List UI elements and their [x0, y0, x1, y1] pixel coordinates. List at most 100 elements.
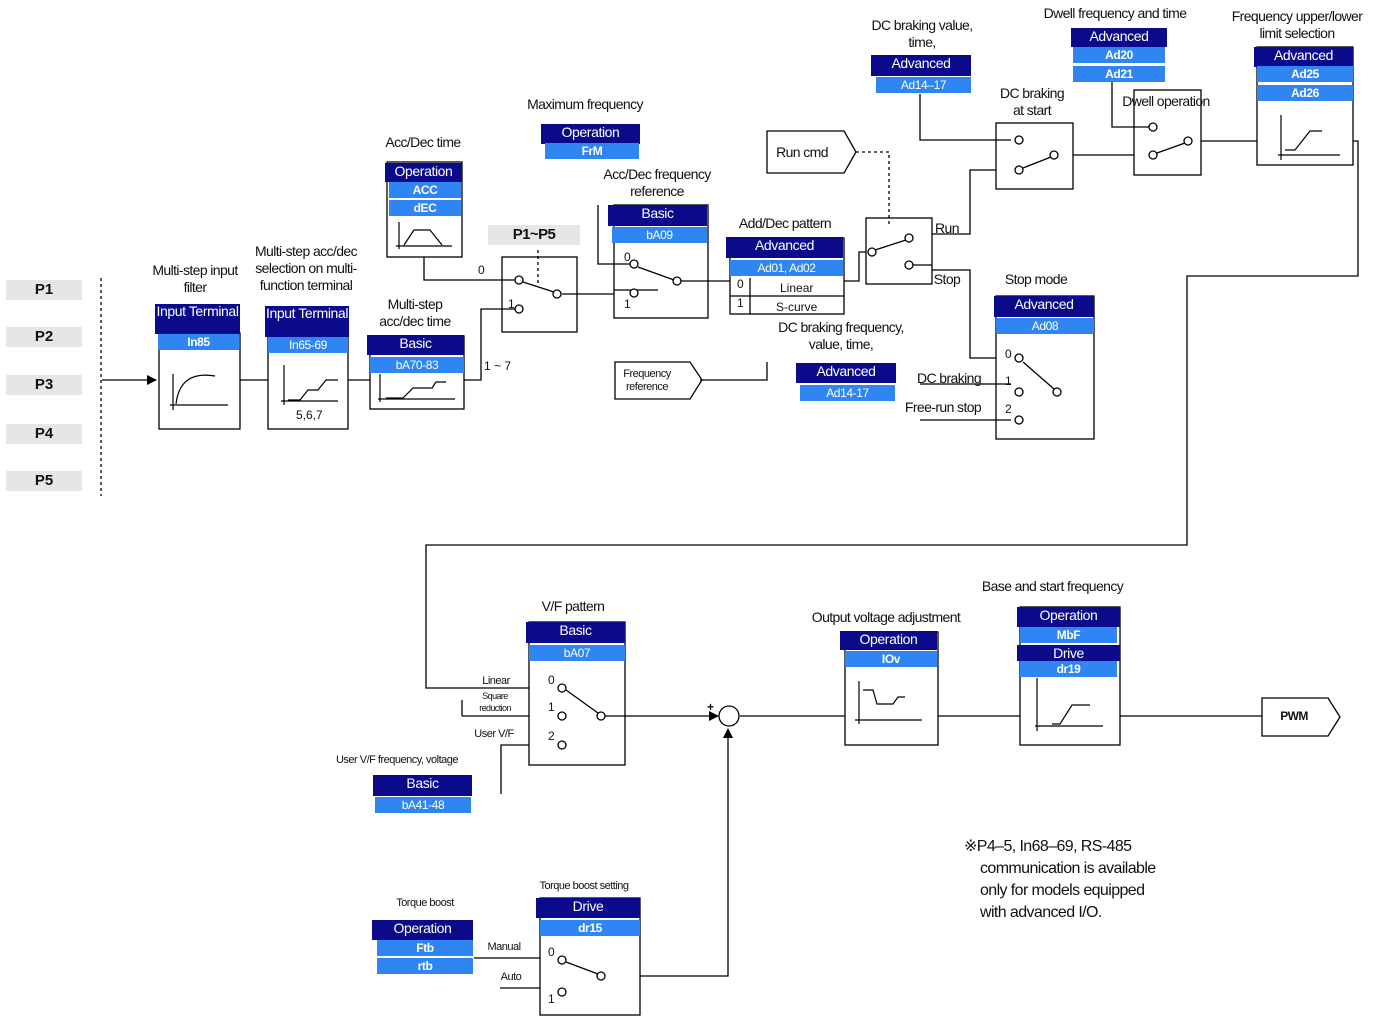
stop-mode-group: Advanced	[994, 296, 1094, 317]
p1p5-pos0: 0	[478, 263, 485, 277]
torque-setting-group: Drive	[536, 898, 640, 918]
stop-mode-opt0: 0	[1005, 347, 1012, 361]
accdec-ref-code: bA09	[612, 227, 707, 243]
input-p3: P3	[6, 375, 82, 395]
base-freq-code1: dr19	[1020, 661, 1117, 677]
adddec-opt1-num: 1	[737, 296, 744, 310]
base-freq-group1: Drive	[1017, 645, 1120, 661]
vf-opt2-name: User V/F	[474, 728, 514, 740]
torque-boost-group: Operation	[372, 920, 473, 940]
p1p5-label: P1~P5	[488, 225, 580, 245]
dc-braking-value-title: DC braking value, time,	[871, 17, 973, 50]
multistep-filter-title: Multi-step input filter	[152, 262, 238, 295]
output-voltage-group: Operation	[840, 631, 937, 650]
multistep-time-title: Multi-step acc/dec time	[379, 296, 451, 329]
max-freq-group: Operation	[541, 124, 640, 144]
pwm-label: PWM	[1280, 709, 1308, 723]
p1p5-pos1: 1	[508, 297, 515, 311]
torque-opt1-name: Auto	[500, 971, 522, 983]
input-p2: P2	[6, 327, 82, 347]
input-p1: P1	[6, 280, 82, 300]
freq-limit-title: Frequency upper/lower limit selection	[1231, 8, 1363, 41]
torque-boost-code-rtb: rtb	[377, 958, 473, 974]
multistep-filter-group: Input Terminal	[155, 304, 240, 334]
torque-setting-title: Torque boost setting	[539, 880, 629, 892]
input-p5: P5	[6, 471, 82, 491]
base-freq-group0: Operation	[1017, 607, 1120, 627]
stop-mode-title: Stop mode	[1004, 271, 1068, 287]
vf-pattern-code: bA07	[529, 645, 625, 661]
multistep-time-group: Basic	[367, 335, 464, 355]
dc-braking-value-group: Advanced	[871, 55, 971, 76]
vf-opt2-num: 2	[548, 729, 555, 743]
base-freq-code0: MbF	[1020, 627, 1117, 643]
stop-label: Stop	[933, 271, 961, 287]
dc-braking-freq-title: DC braking frequency, value, time,	[778, 319, 904, 352]
vf-pattern-title: V/F pattern	[541, 598, 605, 614]
max-freq-code: FrM	[545, 143, 639, 159]
vf-opt1-name: Square reduction	[479, 691, 511, 713]
freq-limit-code-ad26: Ad26	[1257, 85, 1353, 101]
vf-opt0-name: Linear	[482, 675, 510, 687]
multistep-sel-code: In65-69	[268, 337, 348, 353]
freq-limit-group: Advanced	[1254, 47, 1353, 67]
freq-ref-label: Frequency reference	[623, 368, 671, 393]
dc-braking-start-title: DC braking at start	[999, 85, 1065, 118]
torque-opt1-num: 1	[548, 992, 555, 1006]
output-voltage-code: IOv	[845, 651, 937, 667]
dc-braking-value-code: Ad14–17	[876, 77, 971, 93]
vf-opt1-num: 1	[548, 700, 555, 714]
adddec-title: Add/Dec pattern	[738, 215, 832, 231]
user-vf-group: Basic	[373, 775, 472, 796]
accdec-ref-pos1: 1	[624, 297, 631, 311]
footnote-line3: only for models equipped	[980, 882, 1145, 899]
adddec-opt0-num: 0	[737, 277, 744, 291]
summing-plus: +	[707, 700, 715, 714]
run-label: Run	[935, 220, 959, 236]
accdec-time-code-dec: dEC	[389, 200, 461, 216]
accdec-ref-pos0: 0	[624, 250, 631, 264]
adddec-opt0-name: Linear	[780, 281, 814, 295]
torque-opt0-num: 0	[548, 945, 555, 959]
accdec-time-code-acc: ACC	[389, 182, 461, 198]
footnote-line4: with advanced I/O.	[980, 904, 1102, 921]
dc-braking-freq-group: Advanced	[796, 363, 896, 383]
vf-opt0-num: 0	[548, 673, 555, 687]
adddec-opt1-name: S-curve	[776, 300, 818, 314]
multistep-sel-title: Multi-step acc/dec selection on multi-fu…	[254, 243, 358, 293]
user-vf-title: User V/F frequency, voltage	[335, 754, 459, 766]
torque-opt0-name: Manual	[487, 941, 521, 953]
dwell-code-ad20: Ad20	[1073, 47, 1165, 63]
torque-boost-code-ftb: Ftb	[377, 940, 473, 956]
base-freq-title: Base and start frequency	[981, 578, 1124, 594]
footnote-line2: communication is available	[980, 860, 1156, 877]
accdec-ref-title: Acc/Dec frequency reference	[603, 166, 711, 199]
multistep-sel-sub: 5,6,7	[296, 408, 323, 422]
stop-mode-code: Ad08	[996, 318, 1094, 334]
multistep-filter-code: In85	[158, 334, 239, 350]
dc-braking-freq-code: Ad14-17	[800, 385, 895, 401]
vf-pattern-group: Basic	[526, 622, 625, 643]
multistep-time-range: 1 ~ 7	[484, 359, 512, 373]
torque-boost-title: Torque boost	[396, 897, 454, 909]
accdec-ref-group: Basic	[608, 205, 707, 226]
adddec-group: Advanced	[726, 237, 843, 258]
footnote: ※P4–5, In68–69, RS-485 communication is …	[964, 836, 1156, 924]
run-cmd-label: Run cmd	[776, 144, 828, 160]
dwell-title: Dwell frequency and time	[1043, 5, 1187, 21]
free-run-stop-label: Free-run stop	[904, 399, 982, 415]
accdec-time-title: Acc/Dec time	[385, 134, 461, 150]
output-voltage-title: Output voltage adjustment	[811, 609, 961, 625]
torque-setting-code: dr15	[540, 920, 640, 936]
dwell-code-ad21: Ad21	[1073, 66, 1165, 82]
footnote-line1: ※P4–5, In68–69, RS-485	[964, 838, 1132, 855]
input-p4: P4	[6, 424, 82, 444]
dc-braking-label: DC braking	[916, 370, 982, 386]
adddec-code: Ad01, Ad02	[730, 260, 843, 276]
stop-mode-opt1: 1	[1005, 374, 1012, 388]
accdec-time-group: Operation	[385, 163, 462, 182]
dwell-operation-label: Dwell operation	[1122, 93, 1210, 109]
stop-mode-opt2: 2	[1005, 402, 1012, 416]
dwell-group: Advanced	[1071, 28, 1167, 47]
